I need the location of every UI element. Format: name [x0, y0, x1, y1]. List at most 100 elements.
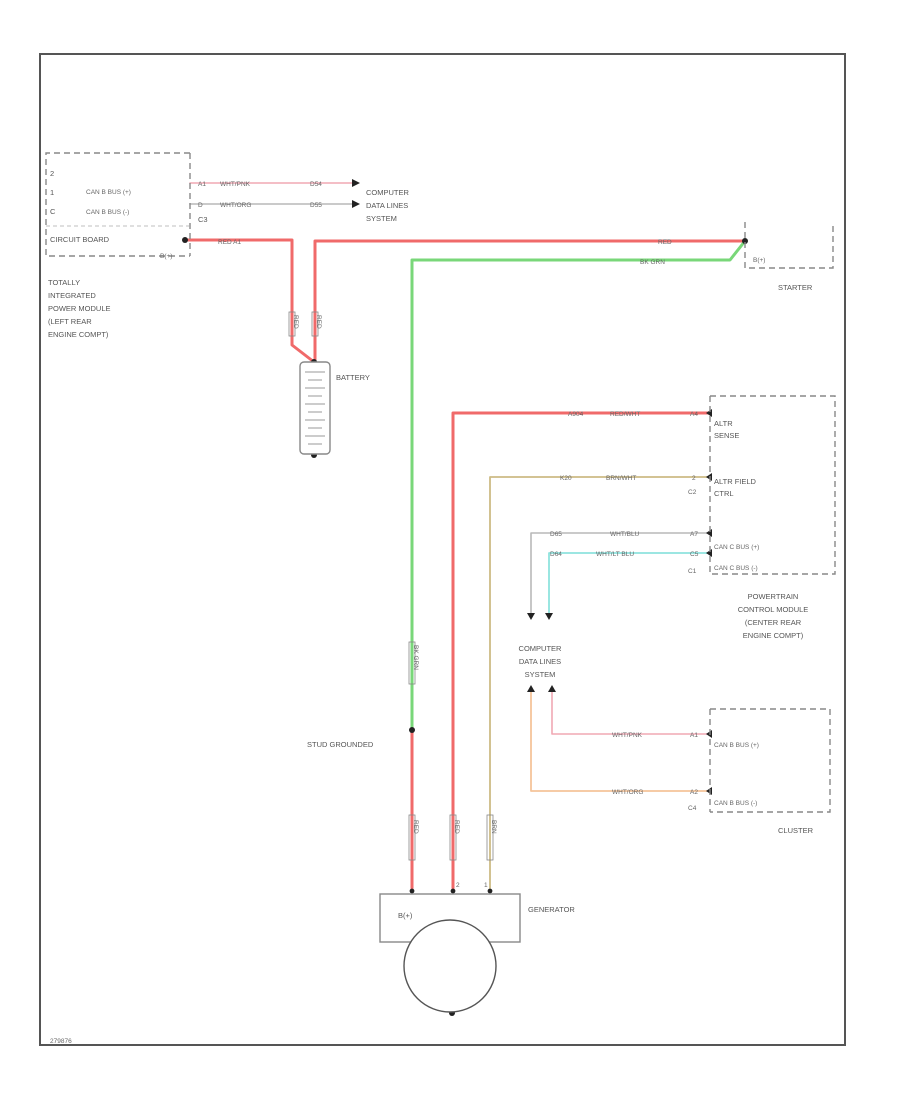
wire-label: RED	[412, 820, 419, 834]
arrow-connector	[548, 685, 556, 692]
arrow-connector	[706, 473, 712, 481]
pcm-alt-sense-1: ALTR	[714, 419, 733, 428]
wire-label: BRN/WHT	[606, 475, 636, 482]
wire-cluster-can-hi	[551, 687, 711, 735]
wire-label: D65	[550, 531, 562, 538]
wire-green-ground	[410, 239, 747, 732]
computer-top-3: SYSTEM	[366, 214, 397, 223]
pcm-pin-a7: A7	[690, 531, 698, 538]
arrow-connector	[706, 409, 712, 417]
junction-dot	[742, 238, 748, 244]
pcm-pin-c5: C5	[690, 551, 699, 558]
diagram-frame	[39, 53, 846, 1046]
cluster-pin-a2: A2	[690, 789, 698, 796]
wire-label: WHT/ORG	[612, 789, 643, 796]
pcm-alt-field-2: CTRL	[714, 489, 734, 498]
generator-symbol	[379, 893, 521, 1013]
wire-label: RED A1	[218, 239, 242, 246]
wire-marker	[449, 814, 457, 861]
wire-label: RED/WHT	[610, 411, 640, 418]
wire-label: WHT/ORG	[220, 202, 251, 209]
junction-dot	[182, 237, 188, 243]
wire-marker	[408, 641, 416, 685]
battery-body	[299, 361, 331, 455]
wire-marker	[408, 814, 416, 861]
wire-label: D64	[550, 551, 562, 558]
tipm-pin-c: C	[50, 207, 56, 216]
arrow-connector	[545, 613, 553, 620]
arrow-connector	[706, 549, 712, 557]
footer-code: 279876	[50, 1038, 72, 1045]
junction-dot	[487, 888, 493, 894]
tipm-label-5: ENGINE COMPT)	[48, 330, 109, 339]
wire-field-ctrl	[489, 476, 711, 889]
generator-pin-2: 2	[456, 882, 460, 889]
tipm-label-3: POWER MODULE	[48, 304, 111, 313]
pcm-box	[710, 395, 836, 575]
pcm-conn-c1: C1	[688, 568, 697, 575]
wires	[183, 182, 747, 890]
starter-label: STARTER	[778, 283, 813, 292]
generator-pin-1: 1	[484, 882, 488, 889]
junction-dot	[409, 727, 415, 733]
pcm-label-2: CONTROL MODULE	[738, 605, 809, 614]
wire-marker	[288, 311, 296, 337]
computer-mid-2: DATA LINES	[519, 657, 561, 666]
wire-can-c-lo	[548, 552, 711, 617]
wire-label: A904	[568, 411, 584, 418]
arrow-connector	[706, 730, 712, 738]
pcm-label-4: ENGINE COMPT)	[743, 631, 804, 640]
wire-cluster-can-lo	[530, 687, 711, 792]
arrow-connector	[527, 685, 535, 692]
arrow-connector	[352, 179, 360, 187]
tipm-connector: C3	[198, 215, 208, 224]
wire-can-c-hi	[530, 532, 711, 617]
pcm-label-3: (CENTER REAR	[745, 618, 802, 627]
wire-red-tipm-battery	[183, 238, 316, 364]
tipm-circuit-board: CIRCUIT BOARD	[50, 235, 110, 244]
tipm-pin-d: D	[198, 202, 203, 209]
pcm-alt-field-1: ALTR FIELD	[714, 477, 757, 486]
tipm-pin-2: 2	[50, 169, 54, 178]
pcm-label-1: POWERTRAIN	[748, 592, 799, 601]
starter-box	[744, 222, 834, 269]
wire-marker	[311, 311, 319, 337]
wire-label: BRN	[490, 820, 497, 834]
computer-mid-1: COMPUTER	[519, 644, 563, 653]
tipm-can-lo-label: CAN B BUS (-)	[86, 209, 129, 216]
stud-label: STUD GROUNDED	[307, 740, 374, 749]
battery-label: BATTERY	[336, 373, 370, 382]
pcm-pin-2: 2	[692, 475, 696, 482]
junction-dot	[409, 888, 415, 894]
wire-marker	[486, 814, 494, 861]
tipm-pin-1: 1	[50, 188, 54, 197]
arrow-connector	[706, 529, 712, 537]
wire-label: WHT/LT BLU	[596, 551, 634, 558]
wire-alt-sense	[451, 411, 712, 890]
junction-dot	[450, 888, 456, 894]
wire-markers	[288, 311, 494, 861]
cluster-label: CLUSTER	[778, 826, 814, 835]
cluster-conn: C4	[688, 805, 697, 812]
wire-label: BK GRN	[640, 259, 665, 266]
computer-top-1: COMPUTER	[366, 188, 410, 197]
tipm-bplus: B(+)	[160, 253, 172, 260]
generator-label: GENERATOR	[528, 905, 575, 914]
wire-label: RED	[292, 315, 299, 329]
wire-red-starter-battery	[313, 239, 747, 364]
generator-rotor	[403, 919, 497, 1013]
pcm-pin-a4: A4	[690, 411, 698, 418]
arrow-connector	[706, 787, 712, 795]
pcm-alt-sense-2: SENSE	[714, 431, 739, 440]
cluster-can-hi: CAN B BUS (+)	[714, 742, 759, 749]
wire-label: WHT/PNK	[220, 181, 251, 188]
connectors	[182, 179, 748, 1016]
tipm-box	[45, 152, 190, 257]
tipm-pin-a1: A1	[198, 181, 206, 188]
computer-top-2: DATA LINES	[366, 201, 408, 210]
tipm-can-hi-label: CAN B BUS (+)	[86, 189, 131, 196]
wire-label: D54	[310, 181, 322, 188]
tipm-label-2: INTEGRATED	[48, 291, 96, 300]
cluster-pin-a1: A1	[690, 732, 698, 739]
